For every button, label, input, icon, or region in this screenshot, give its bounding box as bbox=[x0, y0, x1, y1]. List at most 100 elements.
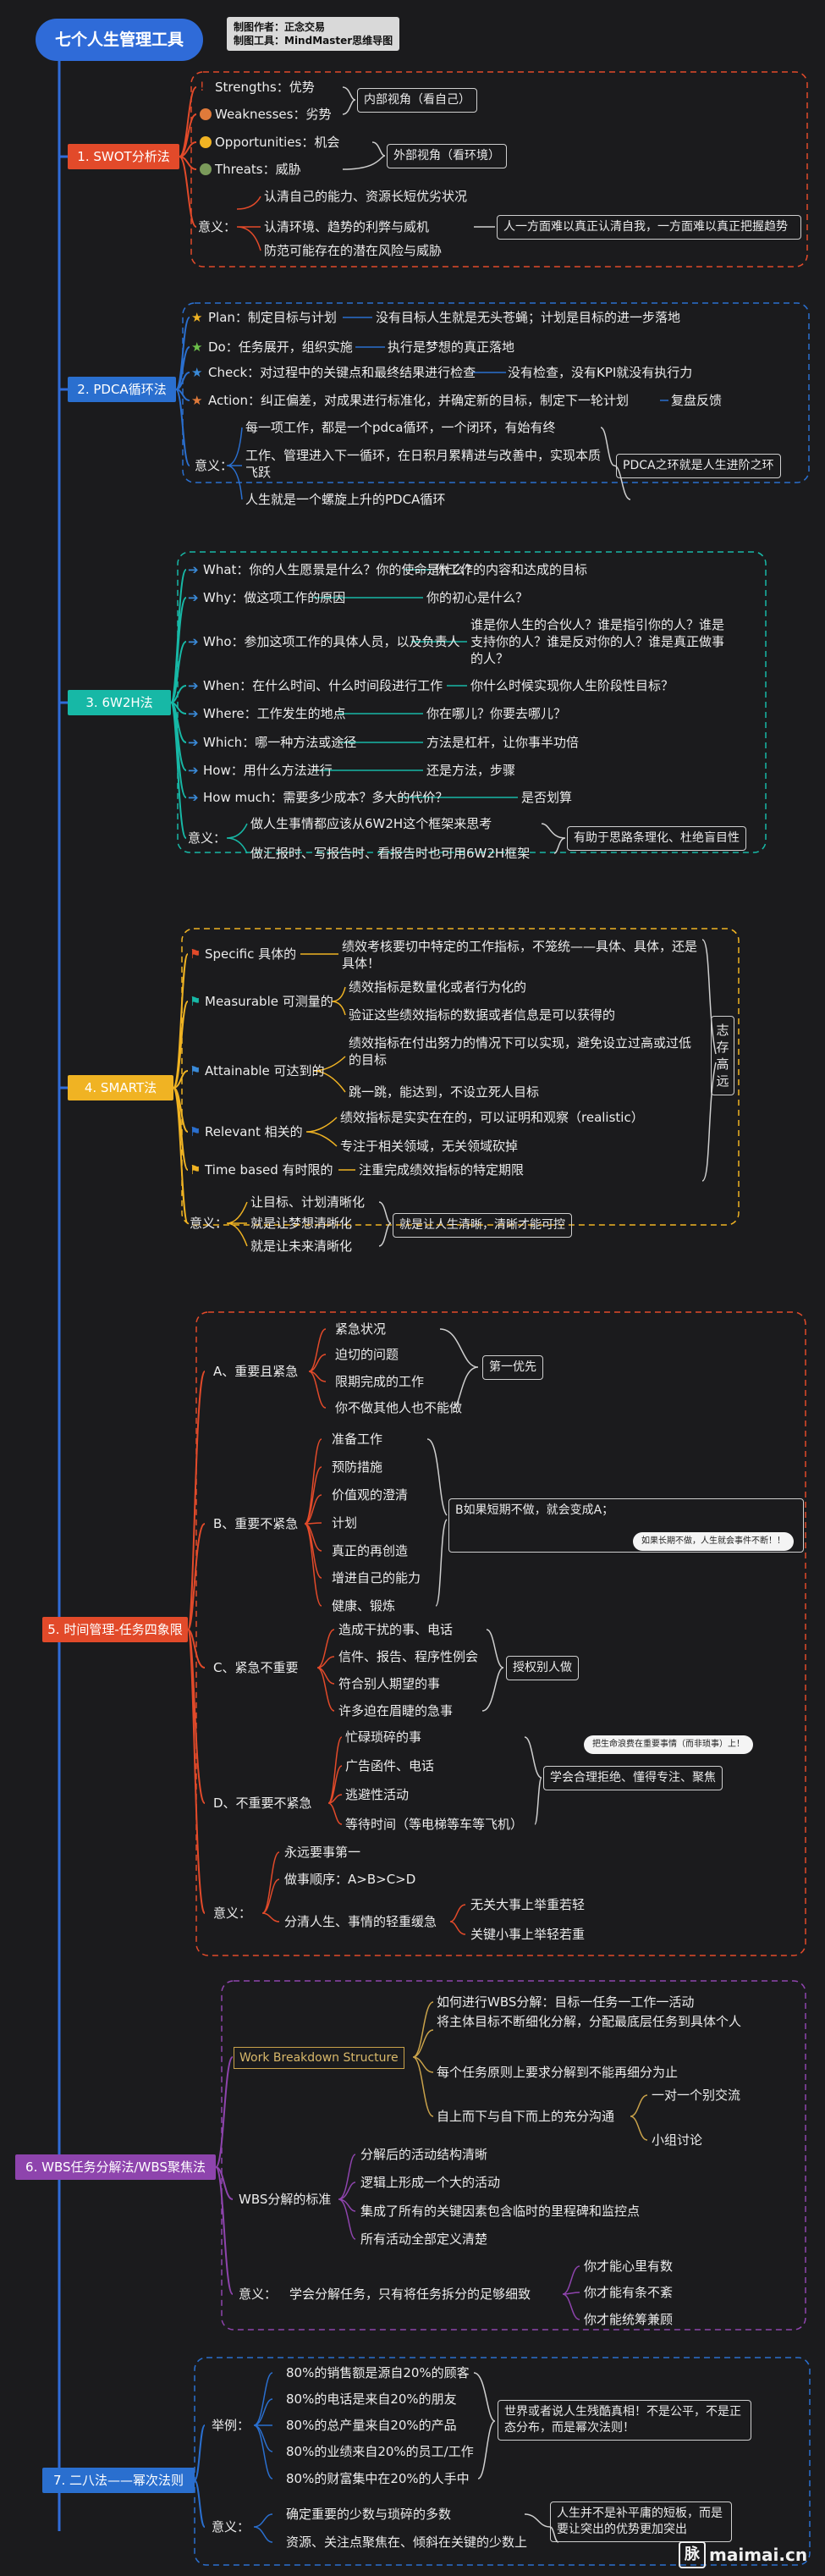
pdca-plan-detail[interactable]: 没有目标人生就是无头苍蝇；计划是目标的进一步落地 bbox=[376, 310, 681, 325]
quadrant-d[interactable]: D、不重要不紧急 bbox=[213, 1795, 312, 1811]
smart-specific[interactable]: Specific 具体的 bbox=[205, 946, 297, 962]
quadrant-d-bubble[interactable]: 把生命浪费在重要事情（而非琐事）上！ bbox=[584, 1735, 753, 1754]
w6h2-where-detail[interactable]: 你在哪儿？你要去哪儿？ bbox=[426, 706, 567, 721]
section-pareto[interactable]: 7. 二八法——幂次法则 bbox=[42, 2468, 195, 2493]
w6h2-how[interactable]: How：用什么方法进行 bbox=[203, 763, 333, 778]
pdca-meaning-2[interactable]: 工作、管理进入下一循环，在日积月累精进与改善中，实现本质飞跃 bbox=[245, 448, 602, 480]
quadrant-b-item-4[interactable]: 计划 bbox=[332, 1515, 358, 1531]
smart-specific-detail[interactable]: 绩效考核要切中特定的工作指标，不笼统——具体、具体，还是具体！ bbox=[342, 939, 698, 971]
swot-outer-note[interactable]: 外部视角（看环境） bbox=[387, 144, 507, 168]
section-pdca[interactable]: 2. PDCA循环法 bbox=[68, 377, 176, 402]
wbs-standard[interactable]: WBS分解的标准 bbox=[239, 2192, 332, 2207]
quadrant-c-item-2[interactable]: 信件、报告、程序性例会 bbox=[338, 1649, 479, 1664]
smart-relevant-detail-1[interactable]: 绩效指标是实实在在的，可以证明和观察（realistic） bbox=[340, 1110, 644, 1125]
wbs-comm-1[interactable]: 一对一个别交流 bbox=[652, 2088, 741, 2103]
swot-meaning-3[interactable]: 防范可能存在的潜在风险与威胁 bbox=[264, 243, 443, 258]
w6h2-why[interactable]: Why：做这项工作的原因 bbox=[203, 590, 346, 605]
w6h2-howmuch-detail[interactable]: 是否划算 bbox=[521, 790, 573, 805]
quadrant-d-item-3[interactable]: 逃避性活动 bbox=[345, 1787, 410, 1802]
smart-meaning-note[interactable]: 就是让人生清晰，清晰才能可控 bbox=[393, 1213, 572, 1238]
smart-time[interactable]: Time based 有时限的 bbox=[205, 1162, 333, 1178]
swot-weaknesses[interactable]: Weaknesses：劣势 bbox=[215, 107, 332, 122]
quadrant-b-item-2[interactable]: 预防措施 bbox=[332, 1459, 383, 1475]
pdca-meaning-3[interactable]: 人生就是一个螺旋上升的PDCA循环 bbox=[245, 492, 446, 507]
smart-attainable-detail-1[interactable]: 绩效指标在付出努力的情况下可以实现，避免设立过高或过低的目标 bbox=[349, 1035, 692, 1067]
swot-meaning-1[interactable]: 认清自己的能力、资源长短优劣状况 bbox=[264, 189, 468, 204]
quadrant-b-item-3[interactable]: 价值观的澄清 bbox=[332, 1487, 409, 1503]
quadrant-meaning-2[interactable]: 做事顺序：A>B>C>D bbox=[284, 1872, 416, 1887]
pdca-plan[interactable]: Plan：制定目标与计划 bbox=[208, 310, 337, 325]
w6h2-which-detail[interactable]: 方法是杠杆，让你事半功倍 bbox=[426, 735, 580, 750]
pdca-meaning-1[interactable]: 每一项工作，都是一个pdca循环，一个闭环，有始有终 bbox=[245, 420, 556, 435]
quadrant-c[interactable]: C、紧急不重要 bbox=[213, 1660, 299, 1675]
swot-meaning-2[interactable]: 认清环境、趋势的利弊与威机 bbox=[264, 219, 430, 234]
wbs-structure[interactable]: Work Breakdown Structure bbox=[234, 2047, 404, 2069]
section-smart[interactable]: 4. SMART法 bbox=[68, 1075, 173, 1100]
smart-meaning-3[interactable]: 就是让未来清晰化 bbox=[250, 1238, 353, 1254]
swot-threats[interactable]: Threats：威胁 bbox=[215, 162, 301, 177]
smart-meaning-1[interactable]: 让目标、计划清晰化 bbox=[250, 1194, 366, 1210]
wbs-standard-2[interactable]: 逻辑上形成一个大的活动 bbox=[360, 2175, 501, 2190]
swot-opportunities[interactable]: Opportunities：机会 bbox=[215, 135, 340, 150]
w6h2-what[interactable]: What：你的人生愿景是什么？你的使命是什么？ bbox=[203, 562, 478, 577]
wbs-meaning-result-1[interactable]: 你才能心里有数 bbox=[584, 2259, 674, 2274]
pareto-example-5[interactable]: 80%的财富集中在20%的人手中 bbox=[286, 2471, 470, 2486]
w6h2-who[interactable]: Who：参加这项工作的具体人员，以及负责人 bbox=[203, 634, 460, 649]
smart-relevant-detail-2[interactable]: 专注于相关领域，无关领域砍掉 bbox=[340, 1139, 519, 1154]
swot-strengths[interactable]: Strengths：优势 bbox=[215, 80, 315, 95]
wbs-meaning-result-3[interactable]: 你才能统筹兼顾 bbox=[584, 2312, 674, 2327]
w6h2-who-detail[interactable]: 谁是你人生的合伙人？谁是指引你的人？谁是支持你的人？谁是反对你的人？谁是真正做事… bbox=[470, 617, 725, 666]
quadrant-b[interactable]: B、重要不紧急 bbox=[213, 1516, 299, 1531]
smart-side-note[interactable]: 志存高远 bbox=[711, 1016, 734, 1095]
pareto-example-4[interactable]: 80%的业绩来自20%的员工/工作 bbox=[286, 2444, 474, 2459]
quadrant-meaning-3[interactable]: 分清人生、事情的轻重缓急 bbox=[284, 1914, 437, 1929]
w6h2-how-detail[interactable]: 还是方法，步骤 bbox=[426, 763, 516, 778]
pareto-meaning-note[interactable]: 人生并不是补平庸的短板，而是要让突出的优势更加突出 bbox=[550, 2502, 732, 2542]
wbs-standard-4[interactable]: 所有活动全部定义清楚 bbox=[360, 2231, 488, 2247]
smart-attainable-detail-2[interactable]: 跳一跳，能达到，不设立死人目标 bbox=[349, 1084, 540, 1100]
pareto-meaning-2[interactable]: 资源、关注点聚焦在、倾斜在关键的少数上 bbox=[286, 2535, 528, 2550]
pareto-example-2[interactable]: 80%的电话是来自20%的朋友 bbox=[286, 2391, 457, 2407]
quadrant-a-note[interactable]: 第一优先 bbox=[482, 1355, 543, 1380]
w6h2-meaning-1[interactable]: 做人生事情都应该从6W2H这个框架来思考 bbox=[250, 816, 492, 831]
smart-meaning-2[interactable]: 就是让梦想清晰化 bbox=[250, 1216, 353, 1231]
swot-meaning-note[interactable]: 人一方面难以真正认清自我，一方面难以真正把握趋势 bbox=[497, 215, 801, 240]
quadrant-b-item-5[interactable]: 真正的再创造 bbox=[332, 1543, 409, 1558]
wbs-structure-1[interactable]: 如何进行WBS分解：目标一任务一工作一活动 bbox=[437, 1994, 695, 2010]
pareto-example-1[interactable]: 80%的销售额是源自20%的顾客 bbox=[286, 2365, 470, 2380]
quadrant-c-item-4[interactable]: 许多迫在眉睫的急事 bbox=[338, 1703, 454, 1718]
wbs-meaning[interactable]: 学会分解任务，只有将任务拆分的足够细致 bbox=[289, 2286, 531, 2302]
quadrant-a-item-2[interactable]: 迫切的问题 bbox=[335, 1347, 399, 1362]
pdca-do[interactable]: Do：任务展开，组织实施 bbox=[208, 339, 353, 355]
smart-measurable-detail-2[interactable]: 验证这些绩效指标的数据或者信息是可以获得的 bbox=[349, 1007, 616, 1023]
pdca-action[interactable]: Action：纠正偏差，对成果进行标准化，并确定新的目标，制定下一轮计划 bbox=[208, 393, 629, 408]
quadrant-meaning-sub-2[interactable]: 关键小事上举轻若重 bbox=[470, 1927, 586, 1942]
w6h2-meaning-note[interactable]: 有助于思路条理化、杜绝盲目性 bbox=[567, 826, 746, 851]
wbs-meaning-result-2[interactable]: 你才能有条不紊 bbox=[584, 2285, 674, 2300]
section-wbs[interactable]: 6. WBS任务分解法/WBS聚焦法 bbox=[15, 2154, 216, 2180]
pareto-example-3[interactable]: 80%的总产量来自20%的产品 bbox=[286, 2418, 457, 2433]
w6h2-when-detail[interactable]: 你什么时候实现你人生阶段性目标？ bbox=[470, 678, 674, 693]
root-title[interactable]: 七个人生管理工具 bbox=[36, 19, 203, 61]
quadrant-meaning-1[interactable]: 永远要事第一 bbox=[284, 1845, 361, 1860]
wbs-comm-2[interactable]: 小组讨论 bbox=[652, 2132, 703, 2148]
wbs-structure-3[interactable]: 每个任务原则上要求分解到不能再细分为止 bbox=[437, 2065, 679, 2080]
quadrant-b-item-1[interactable]: 准备工作 bbox=[332, 1431, 383, 1447]
quadrant-c-note[interactable]: 授权别人做 bbox=[506, 1656, 579, 1680]
quadrant-d-item-1[interactable]: 忙碌琐碎的事 bbox=[345, 1729, 422, 1745]
w6h2-howmuch[interactable]: How much：需要多少成本？多大的代价？ bbox=[203, 790, 448, 805]
quadrant-b-bubble[interactable]: 如果长期不做，人生就会事件不断！！ bbox=[633, 1532, 794, 1551]
pdca-do-detail[interactable]: 执行是梦想的真正落地 bbox=[388, 339, 515, 355]
pareto-example-note[interactable]: 世界或者说人生残酷真相！不是公平，不是正态分布，而是幂次法则！ bbox=[498, 2400, 751, 2441]
quadrant-a-item-4[interactable]: 你不做其他人也不能做 bbox=[335, 1400, 463, 1415]
swot-inner-note[interactable]: 内部视角（看自己） bbox=[357, 88, 477, 113]
quadrant-b-note[interactable]: B如果短期不做，就会变成A； bbox=[448, 1498, 804, 1553]
quadrant-b-item-7[interactable]: 健康、锻炼 bbox=[332, 1598, 396, 1613]
smart-relevant[interactable]: Relevant 相关的 bbox=[205, 1124, 303, 1139]
quadrant-d-item-2[interactable]: 广告函件、电话 bbox=[345, 1758, 435, 1773]
wbs-structure-2[interactable]: 将主体目标不断细化分解，分配最底层任务到具体个人 bbox=[437, 2014, 742, 2029]
pdca-action-detail[interactable]: 复盘反馈 bbox=[671, 393, 723, 408]
pareto-meaning-1[interactable]: 确定重要的少数与琐碎的多数 bbox=[286, 2507, 452, 2522]
quadrant-a-item-1[interactable]: 紧急状况 bbox=[335, 1321, 387, 1337]
smart-time-detail[interactable]: 注重完成绩效指标的特定期限 bbox=[359, 1162, 525, 1178]
